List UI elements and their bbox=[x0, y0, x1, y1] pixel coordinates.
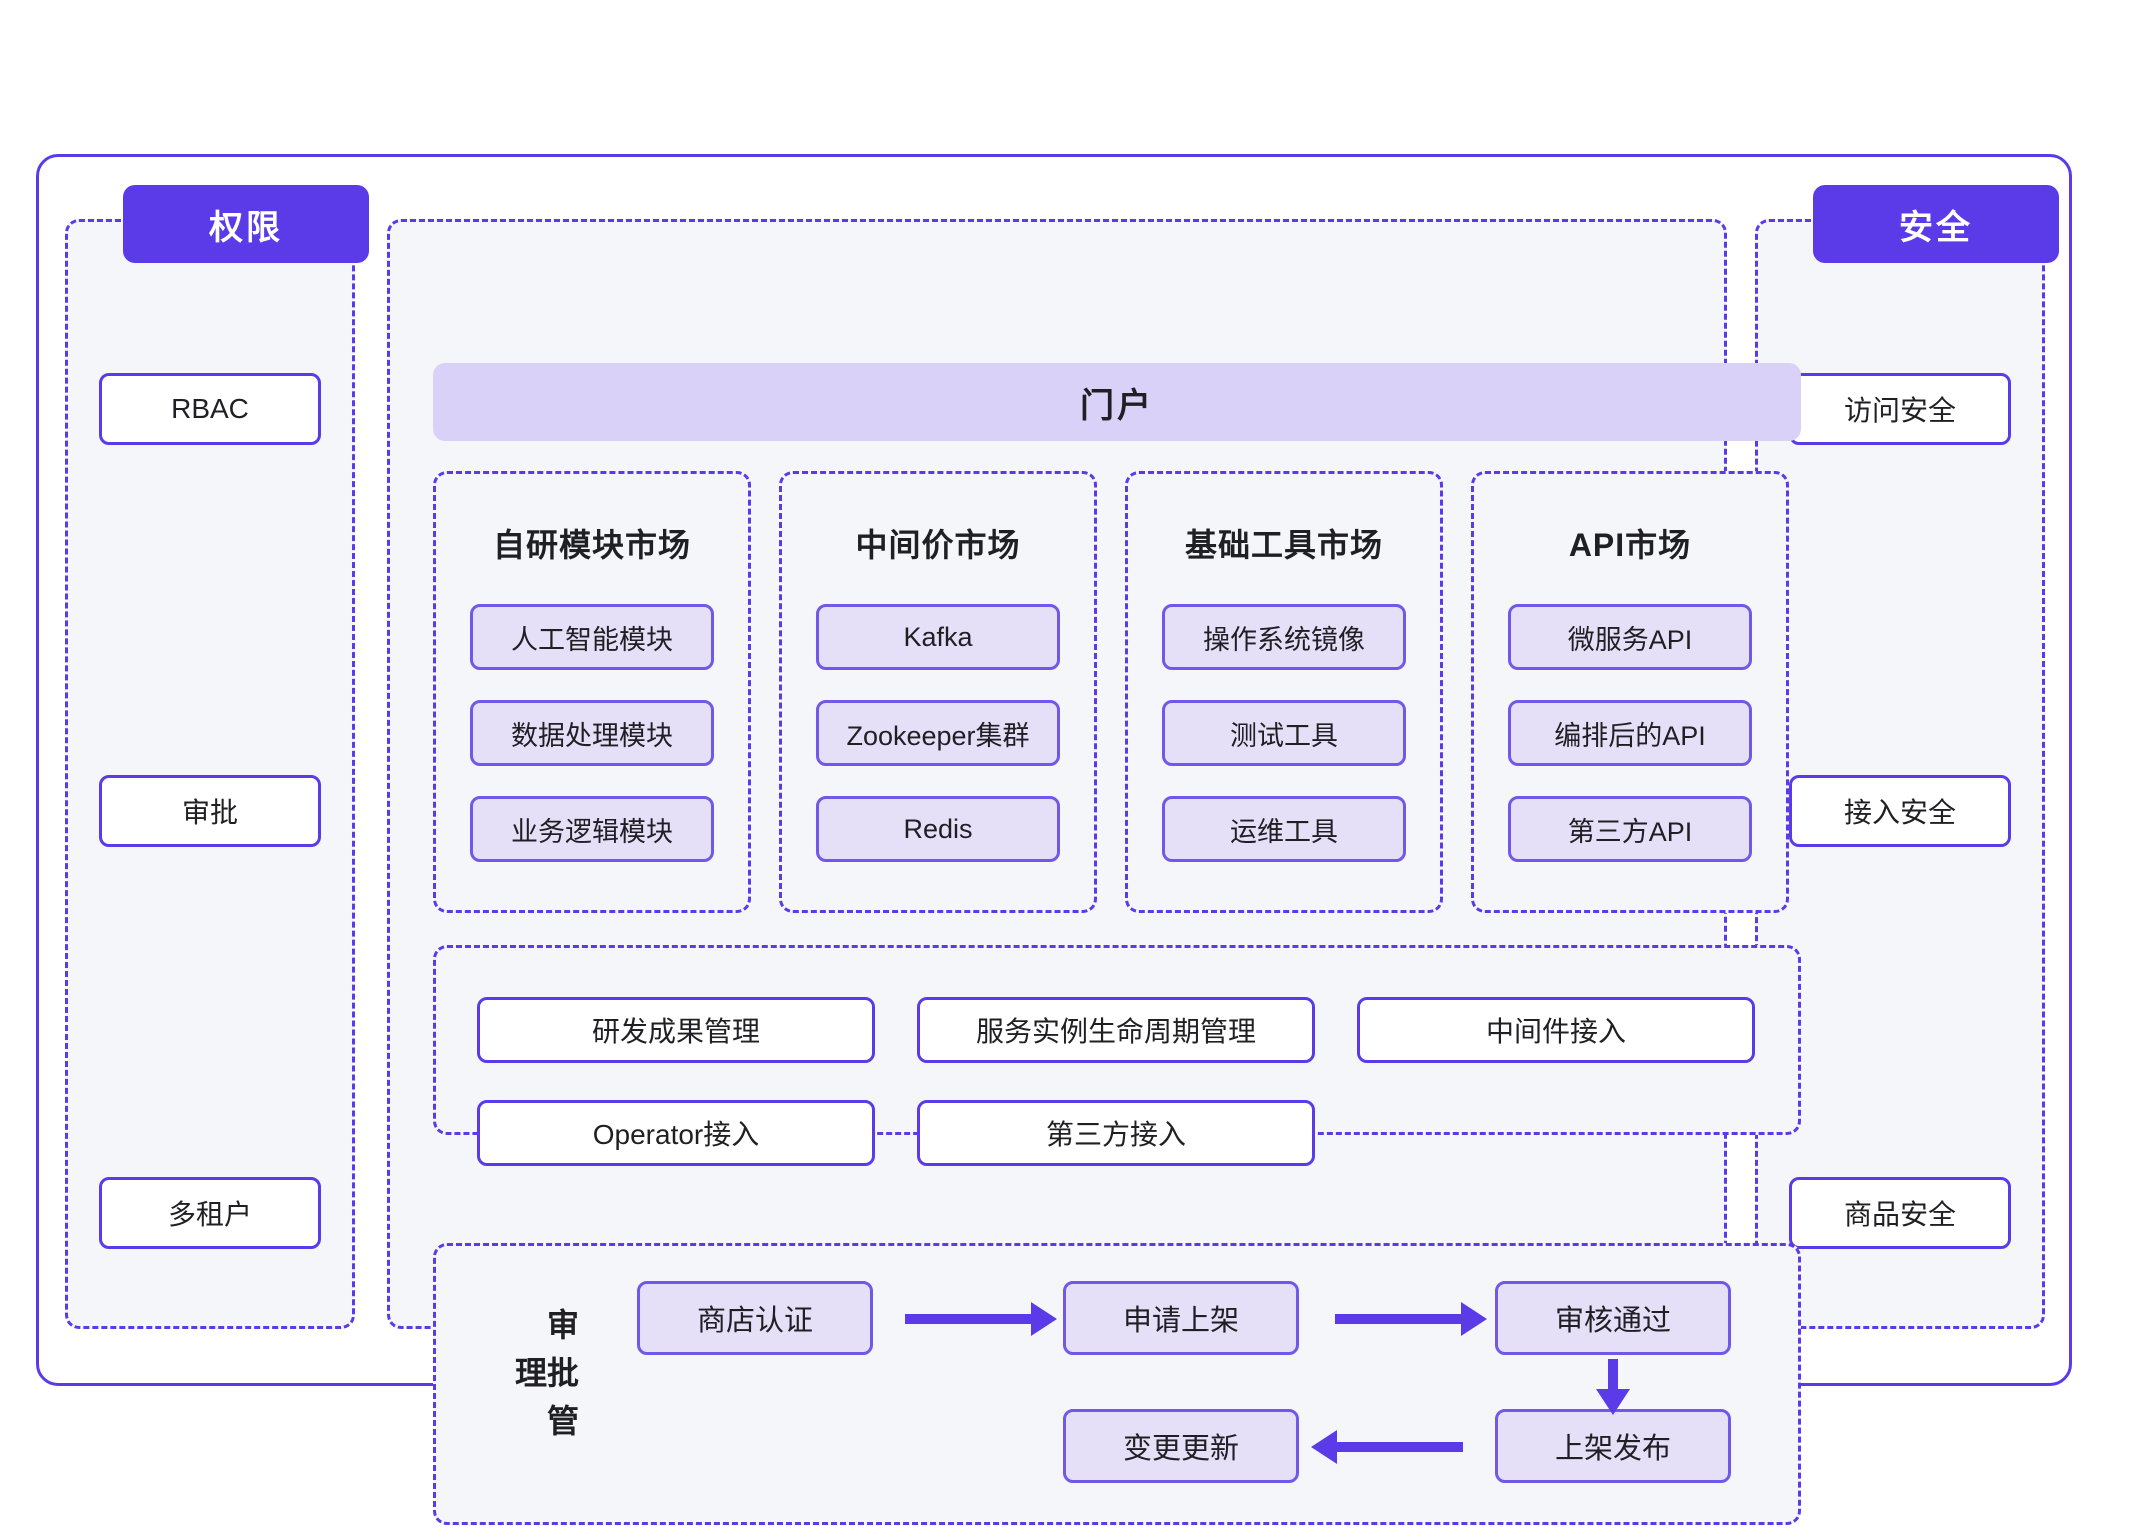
security-item-access[interactable]: 访问安全 bbox=[1789, 373, 2011, 445]
flow-node-change-update[interactable]: 变更更新 bbox=[1063, 1409, 1299, 1483]
market-item[interactable]: 操作系统镜像 bbox=[1162, 604, 1406, 670]
portal-header-bar: 门户 bbox=[433, 363, 1801, 441]
capability-item[interactable]: Operator接入 bbox=[477, 1100, 875, 1166]
security-item-product[interactable]: 商品安全 bbox=[1789, 1177, 2011, 1249]
market-title: 自研模块市场 bbox=[492, 527, 691, 563]
diagram-frame: 权限 安全 RBAC 审批 多租户 访问安全 接入安全 商品安全 门户 自研模块… bbox=[36, 154, 2072, 1525]
permissions-item-approval[interactable]: 审批 bbox=[99, 775, 321, 847]
capability-item[interactable]: 第三方接入 bbox=[917, 1100, 1315, 1166]
market-item[interactable]: 运维工具 bbox=[1162, 796, 1406, 862]
arrow-down-icon bbox=[1596, 1359, 1630, 1415]
approval-flow-label: 审批管理 bbox=[511, 1308, 579, 1452]
market-panel-api: API市场 微服务API 编排后的API 第三方API bbox=[1471, 471, 1789, 913]
arrow-right-icon bbox=[905, 1302, 1057, 1336]
market-item[interactable]: Redis bbox=[816, 796, 1060, 862]
market-title: API市场 bbox=[1568, 527, 1692, 563]
capability-item[interactable]: 中间件接入 bbox=[1357, 997, 1755, 1063]
market-panel-self-developed: 自研模块市场 人工智能模块 数据处理模块 业务逻辑模块 bbox=[433, 471, 751, 913]
arrow-right-icon bbox=[1335, 1302, 1487, 1336]
market-item[interactable]: 人工智能模块 bbox=[470, 604, 714, 670]
security-item-connect[interactable]: 接入安全 bbox=[1789, 775, 2011, 847]
flow-node-store-certification[interactable]: 商店认证 bbox=[637, 1281, 873, 1355]
market-item[interactable]: Zookeeper集群 bbox=[816, 700, 1060, 766]
market-item[interactable]: 微服务API bbox=[1508, 604, 1752, 670]
market-item[interactable]: 编排后的API bbox=[1508, 700, 1752, 766]
market-item[interactable]: 数据处理模块 bbox=[470, 700, 714, 766]
market-item[interactable]: Kafka bbox=[816, 604, 1060, 670]
market-title: 基础工具市场 bbox=[1184, 527, 1383, 563]
permissions-item-multitenant[interactable]: 多租户 bbox=[99, 1177, 321, 1249]
market-panel-base-tools: 基础工具市场 操作系统镜像 测试工具 运维工具 bbox=[1125, 471, 1443, 913]
permissions-badge: 权限 bbox=[123, 185, 369, 263]
market-item[interactable]: 测试工具 bbox=[1162, 700, 1406, 766]
flow-node-publish[interactable]: 上架发布 bbox=[1495, 1409, 1731, 1483]
permissions-item-rbac[interactable]: RBAC bbox=[99, 373, 321, 445]
security-badge: 安全 bbox=[1813, 185, 2059, 263]
market-item[interactable]: 第三方API bbox=[1508, 796, 1752, 862]
capability-item[interactable]: 研发成果管理 bbox=[477, 997, 875, 1063]
capability-item[interactable]: 服务实例生命周期管理 bbox=[917, 997, 1315, 1063]
flow-node-review-passed[interactable]: 审核通过 bbox=[1495, 1281, 1731, 1355]
arrow-left-icon bbox=[1311, 1430, 1463, 1464]
market-title: 中间价市场 bbox=[855, 527, 1021, 563]
market-panel-middleware: 中间价市场 Kafka Zookeeper集群 Redis bbox=[779, 471, 1097, 913]
market-item[interactable]: 业务逻辑模块 bbox=[470, 796, 714, 862]
flow-node-apply-listing[interactable]: 申请上架 bbox=[1063, 1281, 1299, 1355]
